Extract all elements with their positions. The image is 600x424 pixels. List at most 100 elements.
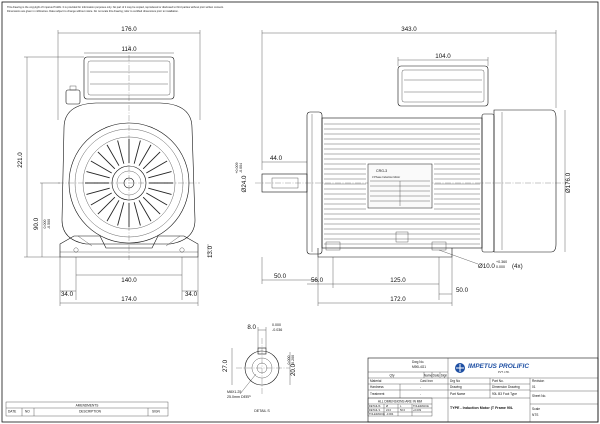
dim-foot-offset-left: 34.0 [61,291,74,298]
detail-key-depth-tol-upper: 0.000 [287,356,291,365]
shaft-note-r0c1: 24.0 [386,408,392,412]
grille-slot [146,192,168,206]
dim-side-terminal-box: 104.0 [435,53,451,60]
dim-foot-hole-count: (4x) [512,263,523,270]
dim-foot-width: 174.0 [121,296,137,303]
front-dimensions: 176.0 114.0 221.0 90.0 0.000 -0.500 13.0… [17,26,214,306]
tb-row1-c4: 01 [532,385,536,389]
detail-key-depth-tol-lower: -0.200 [291,355,295,365]
rating-plate-line: 3 Phase Induction Motor [372,175,400,179]
detail-shaft-height: 27.0 [222,359,229,372]
grille-slot [106,144,120,166]
dim-foot-offset-right: 34.0 [185,291,198,298]
tb-qty: Qty [390,374,395,378]
tb-date: Date [433,374,440,378]
tb-row2-c3: 90L B3 Foot Type [492,392,517,396]
tb-row2-c0: Treatment [370,392,385,396]
detail-key-width-tol-upper: 0.000 [272,323,281,327]
detail-key-depth: 20.0 [290,363,297,376]
grille-slot [142,151,161,170]
tb-name: Name [424,374,433,378]
dim-foot-hole-diameter: Ø10.0 [478,263,495,270]
grille-slot [138,200,152,222]
detail-label: DETAIL S [254,409,270,413]
shaft-note-r1c1: -0.004 [386,412,394,416]
front-view [58,45,200,260]
disclaimer-line-2: Dimensions are given in millimetres. Dat… [7,9,179,13]
dim-foot-rear: 50.0 [456,287,469,294]
side-dimensions: 343.0 104.0 44.0 Ø24.0 +0.009 -0.004 Ø17… [235,26,572,306]
detail-s: 8.0 0.000 -0.036 27.0 20.0 0.000 -0.200 … [222,323,297,413]
tb-row1-c3: Dimension Drawing [492,385,520,389]
shaft-note-title: ALL DIMENSIONS ARE IN MM [378,400,423,404]
tb-row0-c4: Revision [532,379,544,383]
amendments-col-description: DESCRIPTION [79,410,101,414]
grille-slot [117,202,125,226]
grille-slot [86,187,110,195]
rating-plate-brand: CRG-3 [376,169,387,173]
grille-slot [133,202,141,226]
grille-slot [117,140,125,164]
cooling-fins [324,123,480,245]
detail-thread-callout-2: 25.0mm DEEP [227,395,251,399]
tb-sign: Sign [441,374,448,378]
dim-foot-hole-tol-lower: 0.000 [496,265,505,269]
grille-slot [146,160,168,174]
tb-row2-c4: Sheet No. [532,394,546,398]
shaft-note-h3: TOLERANCE [413,404,429,408]
dim-body-diameter: Ø176.0 [565,172,572,193]
shaft-note-r0c0: DETAIL S [369,408,381,412]
tb-row1-c2: Drawing [450,385,462,389]
dim-shaft-dia-tol-upper: +0.009 [235,162,239,173]
detail-thread-callout-1: M8X1.25 [227,390,241,394]
dim-overall-height: 221.0 [17,152,24,168]
tb-scale-label: Scale [532,407,540,411]
grille-slot [106,200,120,222]
tb-dwg-no: M90L4G1 [412,365,426,369]
dim-foot-hole-tol-upper: +0.360 [496,260,507,264]
disclaimer-line-1: This drawing is the copyright of Impetus… [7,5,224,9]
tb-brand: IMPETUS PROLIFIC [468,363,529,370]
tb-row0-c3: Part No. [492,379,504,383]
shaft-note-h2: L [400,404,402,408]
dim-foot-length: 172.0 [390,296,406,303]
grille-slot [97,196,116,215]
grille-slot [86,171,110,179]
tb-row0-c0: Material [370,379,382,383]
tb-brand-sub: PVT. LTD. [498,370,510,374]
dim-foot-hole-pitch: 125.0 [390,277,406,284]
grille-slot [148,171,172,179]
dim-shaft-centre-height: 90.0 [33,217,40,230]
dim-shaft-centre-tol-lower: -0.500 [47,219,51,229]
grille-slot [142,196,161,215]
shaft-note-r0c3: +0.009 [413,408,422,412]
dim-shaft-length: 44.0 [270,155,283,162]
amendments-col-sign: SIGN [152,410,160,414]
dim-terminal-box-width: 114.0 [121,46,137,53]
shaft-note-h1: Ø [386,404,388,408]
shaft-note-table: ALL DIMENSIONS ARE IN MM DETAIL/S Ø L TO… [367,397,433,417]
amendments-title: AMENDMENTS [76,404,99,408]
amendments-col-date: DATE [8,410,16,414]
grille-slot [133,140,141,164]
dim-shaft-centre-tol-upper: 0.000 [43,220,47,229]
shaft-note-h0: DETAIL/S [369,404,381,408]
grille-slot [148,187,172,195]
dim-front-width: 176.0 [121,26,137,33]
tb-row0-c2: Drg No [450,379,460,383]
dim-shaft-diameter: Ø24.0 [241,175,248,192]
shaft-note-r1c0: TOLERANCE [369,412,385,416]
shaft-note-r0c2: 50.0 [400,408,406,412]
grille-slot [90,160,112,174]
tb-dwg-no-label: Dwg No. [412,360,424,364]
dim-overall-length: 343.0 [401,26,417,33]
side-view: CRG-3 3 Phase Induction Motor [255,65,568,258]
tb-row2-c1: - [420,392,421,396]
tb-row1-c1: - [420,385,421,389]
amendments-col-no: NO [25,410,30,414]
tb-description: TYPE - Induction Motor (T Frame 90L [450,406,514,410]
tb-row1-c0: Hardness [370,385,384,389]
detail-key-width: 8.0 [247,324,256,331]
